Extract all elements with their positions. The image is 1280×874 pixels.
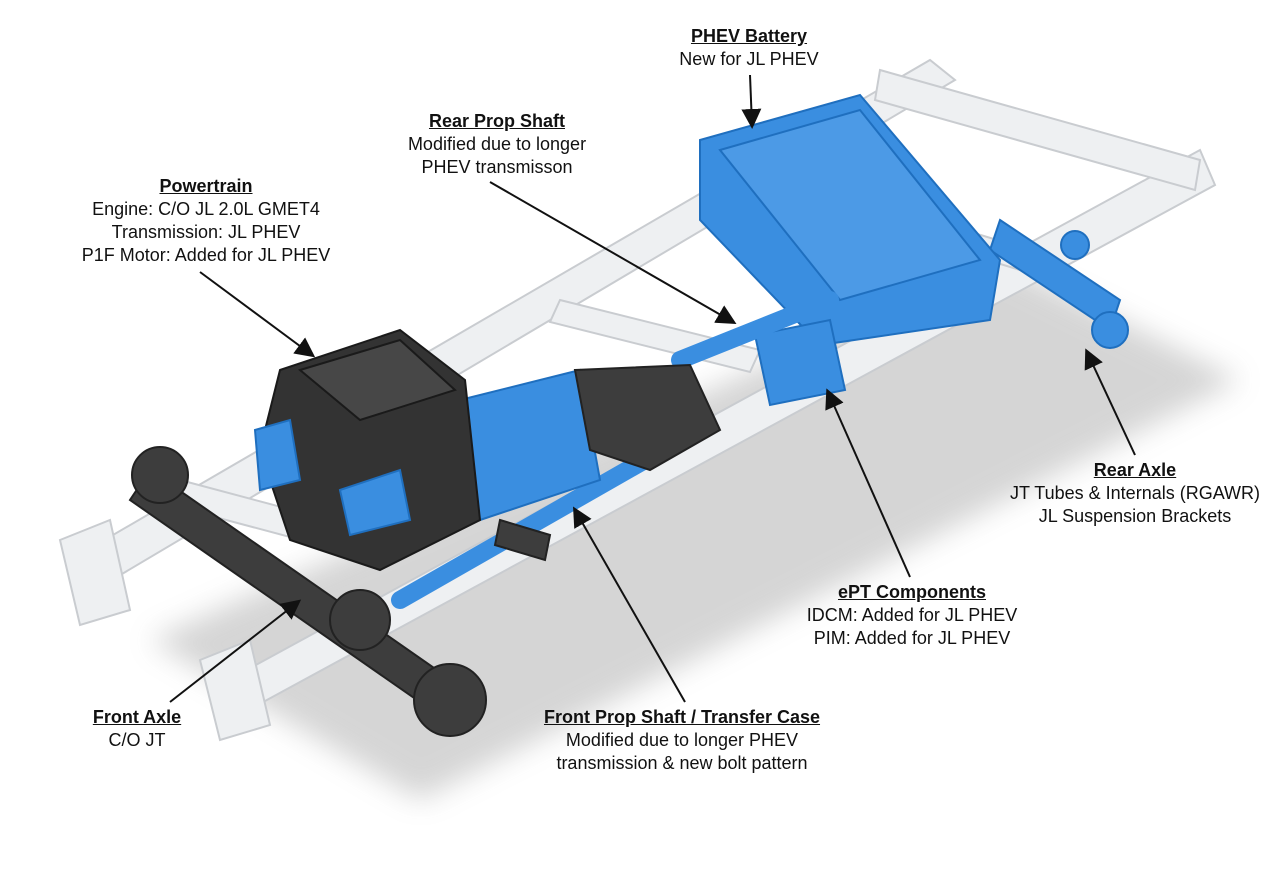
callout-line: Engine: C/O JL 2.0L GMET4 [92,199,320,219]
callout-arrows [169,74,1136,703]
callout-line: JT Tubes & Internals (RGAWR) [1009,483,1261,503]
callout-line: P1F Motor: Added for JL PHEV [81,245,331,265]
callout-line: IDCM: Added for JL PHEV [806,605,1018,625]
transfer-case [493,363,722,562]
callout-front-prop-shaft: Front Prop Shaft / Transfer Case Modifie… [544,706,820,775]
callout-title: Rear Axle [1093,460,1177,480]
callout-line: New for JL PHEV [679,49,819,69]
callout-line: transmission & new bolt pattern [556,753,808,773]
callout-ept-components: ePT Components IDCM: Added for JL PHEV P… [807,581,1017,650]
front-axle [128,446,487,737]
callout-line: Transmission: JL PHEV [111,222,301,242]
callout-title: Powertrain [159,176,253,196]
callout-line: Modified due to longer [407,134,587,154]
callout-line: Modified due to longer PHEV [565,730,799,750]
callout-title: PHEV Battery [690,26,808,46]
callout-line: PHEV transmisson [421,157,573,177]
callout-title: Rear Prop Shaft [428,111,566,131]
engine [253,328,482,572]
ept-components [753,318,847,407]
callout-title: Front Prop Shaft / Transfer Case [543,707,821,727]
callout-phev-battery: PHEV Battery New for JL PHEV [679,25,818,71]
callout-line: PIM: Added for JL PHEV [813,628,1011,648]
callout-title: ePT Components [837,582,987,602]
callout-line: JL Suspension Brackets [1038,506,1232,526]
callout-line: C/O JT [108,730,166,750]
rear-axle [988,218,1129,349]
prop-shafts [391,291,839,609]
callout-front-axle: Front Axle C/O JT [93,706,181,752]
callout-powertrain: Powertrain Engine: C/O JL 2.0L GMET4 Tra… [82,175,330,267]
callout-title: Front Axle [92,707,182,727]
callout-rear-axle: Rear Axle JT Tubes & Internals (RGAWR) J… [1010,459,1260,528]
callout-rear-prop-shaft: Rear Prop Shaft Modified due to longer P… [408,110,586,179]
phev-battery [699,93,1002,347]
